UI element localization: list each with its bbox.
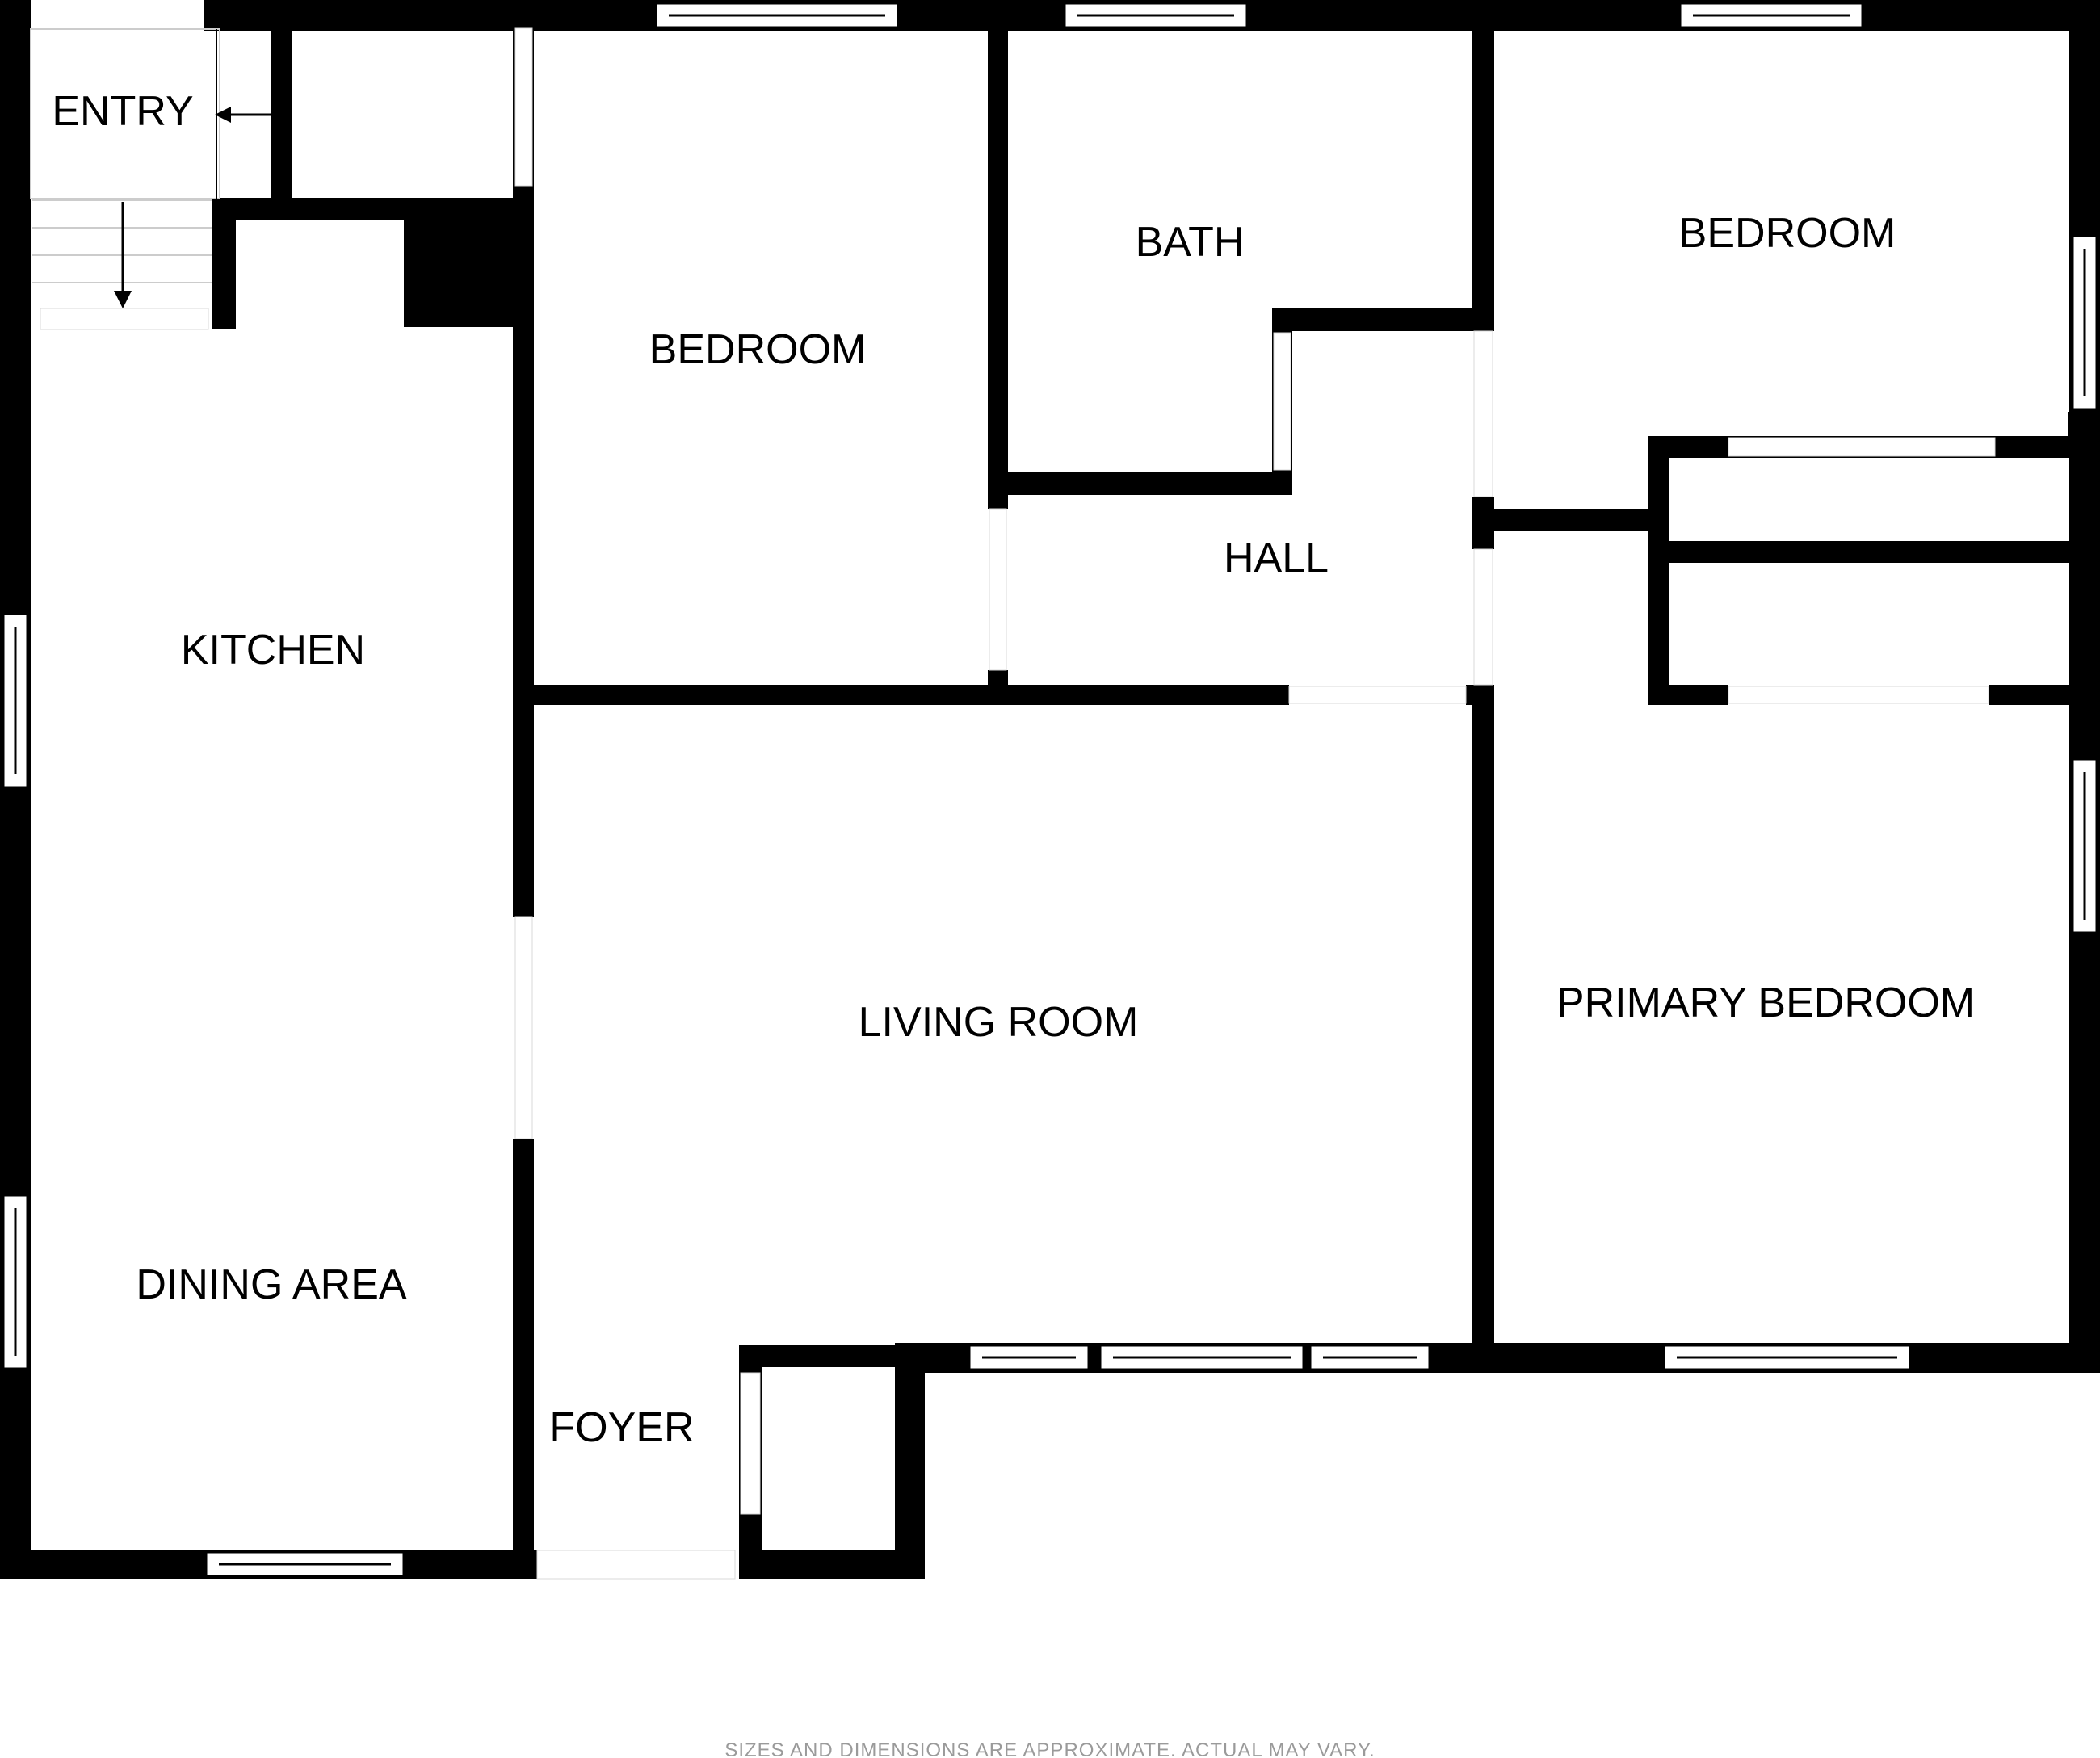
- wall-right-bedroom-corner: [2068, 412, 2100, 444]
- wall-closet-bottom-left: [1648, 685, 1728, 705]
- wall-stair-side: [212, 198, 236, 329]
- wall-closet-bottom: [739, 1550, 925, 1579]
- wall-living-primary: [1472, 685, 1494, 1351]
- opening-closet-foyer: [740, 1372, 761, 1515]
- wall-bedroom-bath: [988, 24, 1008, 509]
- opening-stair-kitchen: [40, 308, 209, 330]
- label-living-room: LIVING ROOM: [859, 999, 1139, 1046]
- wall-bedroom-living: [514, 685, 1289, 705]
- wall-bath-top-right: [1272, 308, 1482, 331]
- windows: [2, 2, 2098, 1578]
- wall-entry-right: [271, 24, 292, 218]
- window-bottom-living-3: [1308, 1344, 1431, 1371]
- entry-stairs: [30, 28, 271, 308]
- openings: [40, 27, 1996, 1580]
- room-labels: ENTRY KITCHEN DINING AREA BEDROOM BATH B…: [52, 88, 1975, 1451]
- window-top-bath: [1063, 2, 1249, 29]
- stair-arrow-head: [114, 291, 132, 308]
- wall-kitchen-mid: [513, 186, 534, 917]
- window-right-primary: [2071, 757, 2098, 934]
- label-primary-bedroom: PRIMARY BEDROOM: [1556, 980, 1975, 1026]
- window-left-kitchen: [2, 612, 29, 789]
- opening-front-door: [536, 1550, 736, 1580]
- wall-bath-bottom: [993, 472, 1292, 495]
- opening-kitchen-living: [514, 916, 533, 1139]
- label-dining-area: DINING AREA: [136, 1261, 406, 1308]
- opening-hall-primary: [1473, 548, 1493, 686]
- opening-closet-bedroom: [1728, 437, 1996, 457]
- wall-closet-link: [1478, 509, 1660, 531]
- disclaimer-text: SIZES AND DIMENSIONS ARE APPROXIMATE. AC…: [724, 1739, 1375, 1758]
- entry-arrow-head: [215, 107, 231, 123]
- wall-closet-block-left: [1648, 436, 1670, 703]
- opening-closet-primary: [1728, 686, 1989, 704]
- label-hall: HALL: [1224, 535, 1329, 581]
- window-top-bedroom: [654, 2, 900, 29]
- wall-bath-bedroom: [1472, 24, 1494, 331]
- window-left-dining: [2, 1194, 29, 1370]
- window-bottom-living-2: [1098, 1344, 1305, 1371]
- opening-bedroom-top: [514, 27, 533, 187]
- opening-hall-living: [1288, 686, 1467, 704]
- label-bath: BATH: [1136, 219, 1245, 266]
- window-bottom-dining: [204, 1550, 405, 1578]
- window-bottom-primary: [1662, 1344, 1912, 1371]
- label-bedroom-right: BEDROOM: [1679, 210, 1896, 257]
- wall-closet-divider: [1648, 541, 2100, 563]
- wall-closet-right: [895, 1345, 925, 1579]
- chimney-block: [404, 198, 533, 327]
- opening-bath-door: [1273, 332, 1292, 471]
- window-bottom-living-1: [968, 1344, 1090, 1371]
- wall-closet-bottom-right: [1989, 685, 2100, 705]
- opening-bedroom-hall: [989, 508, 1007, 671]
- wall-kitchen-lower: [513, 1139, 534, 1579]
- window-right-bedroom: [2071, 234, 2098, 411]
- window-top-bedroom-right: [1678, 2, 1864, 29]
- opening-hall-bedroom: [1473, 330, 1493, 497]
- label-bedroom-left: BEDROOM: [649, 326, 867, 373]
- wall-closet-top: [739, 1345, 925, 1367]
- label-entry: ENTRY: [52, 88, 193, 135]
- label-foyer: FOYER: [549, 1404, 694, 1451]
- label-kitchen: KITCHEN: [181, 627, 365, 673]
